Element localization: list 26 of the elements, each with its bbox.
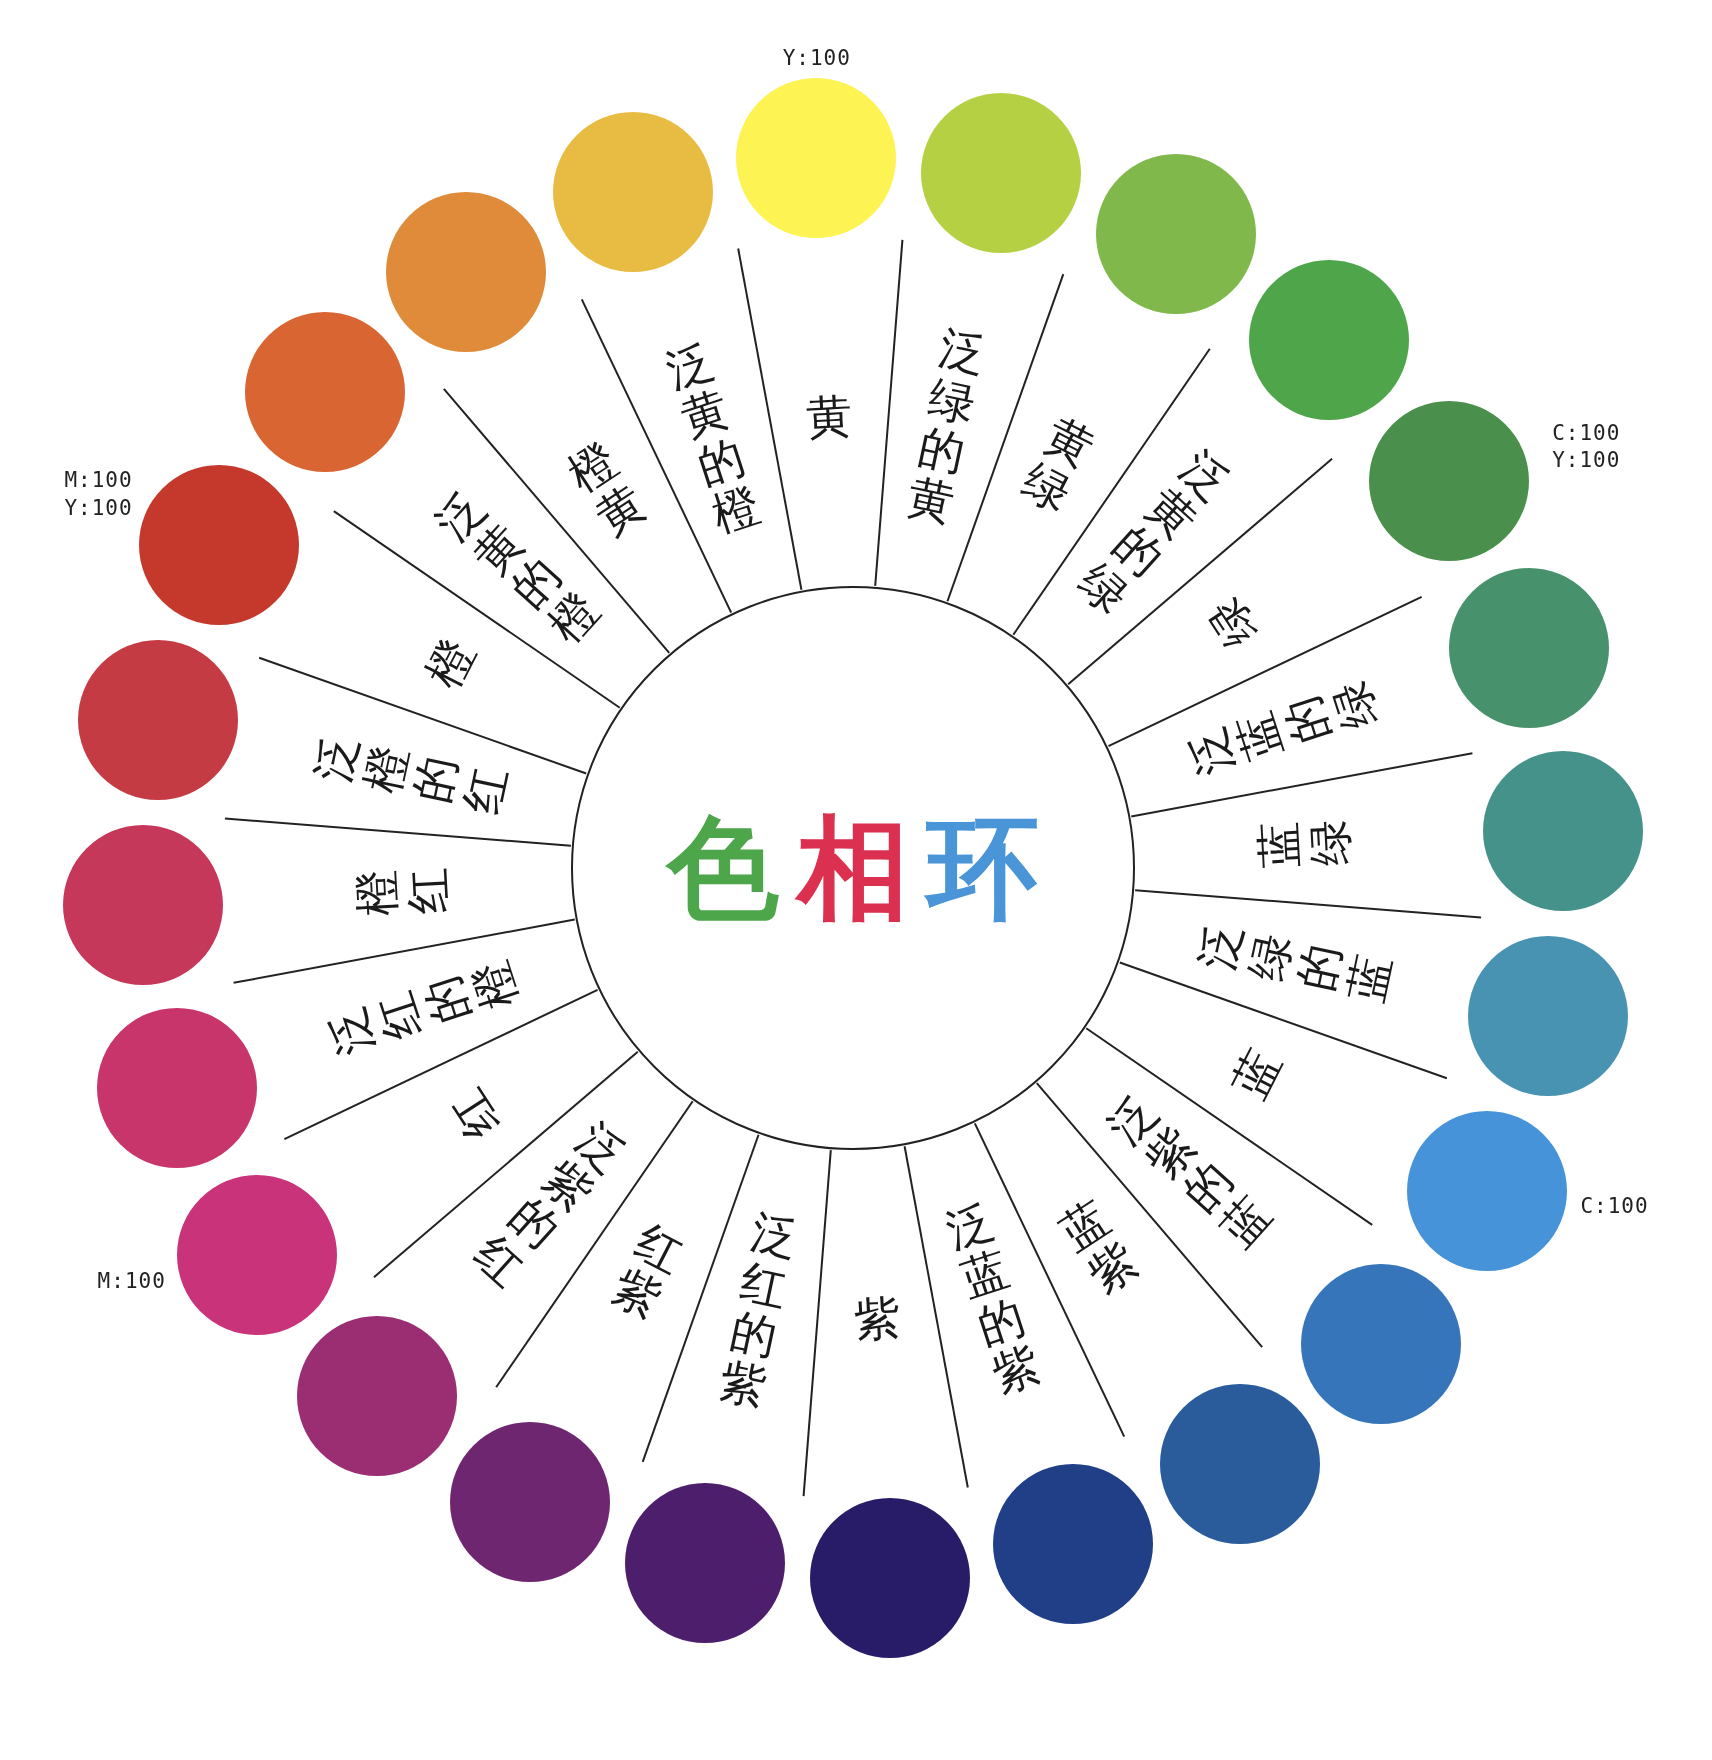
hue-label: 蓝紫: [1052, 1192, 1146, 1303]
hue-label: 橙黄: [559, 433, 654, 544]
cmyk-value-label: Y:100: [782, 45, 851, 73]
hue-label: 黄: [805, 390, 854, 444]
cmyk-value-label: M:100 Y:100: [64, 466, 133, 522]
wheel-title: 色相环: [664, 803, 1040, 933]
hue-label: 紫: [852, 1292, 901, 1346]
hue-label: 红: [440, 1081, 508, 1148]
hue-label: 泛红的橙: [319, 954, 527, 1061]
hue-label: 泛绿的蓝: [1191, 918, 1399, 1006]
hue-label: 蓝绿: [1252, 818, 1357, 870]
cmyk-value-label: M:100: [97, 1268, 166, 1296]
hue-label: 橙红: [349, 866, 454, 918]
hue-label: 泛橙的红: [307, 730, 515, 818]
hue-label: 泛黄的橙: [660, 334, 767, 542]
hue-label: 泛绿的黄: [903, 322, 991, 530]
hue-label: 绿: [1198, 588, 1266, 655]
hue-label: 红紫: [604, 1215, 692, 1327]
hue-label: 蓝: [1222, 1041, 1289, 1106]
hue-label: 黄绿: [1014, 409, 1102, 521]
cmyk-value-label: C:100 Y:100: [1552, 419, 1621, 474]
hue-label: 泛蓝的绿: [1179, 675, 1387, 782]
cmyk-value-label: C:100: [1580, 1193, 1649, 1221]
hue-label: 泛红的紫: [715, 1206, 803, 1414]
hue-label: 橙: [417, 630, 484, 695]
hue-label: 泛蓝的紫: [939, 1194, 1046, 1402]
